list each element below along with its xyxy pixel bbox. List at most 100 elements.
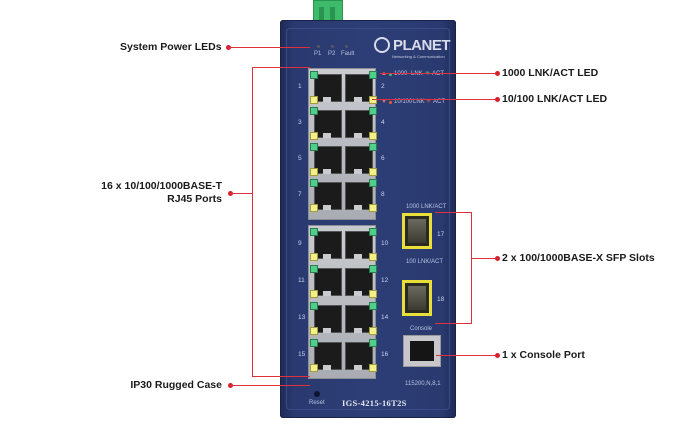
green-led-icon: [389, 73, 392, 76]
power-led-p1: [317, 45, 320, 48]
callout-rj45-line2: RJ45 Ports: [167, 193, 222, 205]
port-latch: [323, 328, 331, 333]
rj45-port[interactable]: [345, 231, 373, 259]
rj45-port[interactable]: [345, 305, 373, 333]
port-led-10100: [369, 204, 377, 212]
legend-lnk: LNK: [411, 71, 423, 77]
callout-dot: [495, 97, 500, 102]
port-led-10100: [369, 96, 377, 104]
callout-led-1000: 1000 LNK/ACT LED: [502, 67, 599, 79]
sfp-bracket: [471, 212, 472, 324]
sfp-cage: [408, 286, 426, 310]
port-led-10100: [369, 290, 377, 298]
port-latch: [354, 254, 362, 259]
p1-label: P1: [314, 51, 322, 57]
port-latch: [323, 291, 331, 296]
port-led-1000: [310, 179, 318, 187]
callout-line: [436, 355, 497, 356]
rj45-bracket-top: [252, 67, 310, 68]
rj45-port[interactable]: [345, 268, 373, 296]
rj45-port[interactable]: [314, 268, 342, 296]
rj45-port[interactable]: [345, 110, 373, 138]
rj45-port[interactable]: [314, 231, 342, 259]
port-latch: [354, 97, 362, 102]
rj45-port[interactable]: [314, 305, 342, 333]
rj45-port[interactable]: [345, 74, 373, 102]
legend-lnk-2: LNK: [413, 99, 425, 105]
port-number-18: 18: [437, 296, 445, 303]
port-number: 12: [381, 277, 389, 284]
console-port[interactable]: [403, 335, 441, 367]
port-led-1000: [310, 107, 318, 115]
callout-console: 1 x Console Port: [502, 349, 585, 361]
fault-label: Fault: [341, 51, 355, 57]
port-number: 11: [298, 277, 305, 284]
callout-line: [372, 99, 497, 100]
blink-icon: ✳: [425, 71, 431, 77]
fault-led: [345, 45, 348, 48]
sfp-bracket-bottom: [435, 323, 471, 324]
rj45-port[interactable]: [314, 110, 342, 138]
port-led-10100: [310, 96, 318, 104]
port-led-1000: [310, 228, 318, 236]
port-latch: [323, 205, 331, 210]
callout-line: [380, 73, 497, 74]
legend-10100: 10/100: [394, 99, 413, 105]
port-led-1000: [369, 265, 377, 273]
rj45-port[interactable]: [345, 342, 373, 370]
power-led-p2: [331, 45, 334, 48]
triangle-up-icon: ▲: [381, 71, 387, 77]
port-number: 1: [298, 83, 302, 90]
port-led-1000: [310, 265, 318, 273]
brand-tagline: Networking & Communication: [392, 54, 445, 59]
port-led-1000: [310, 143, 318, 151]
sfp-slot-17[interactable]: [402, 213, 432, 249]
console-label: Console: [410, 326, 433, 332]
callout-line: [228, 47, 310, 48]
port-led-1000: [369, 228, 377, 236]
port-number: 3: [298, 119, 302, 126]
p2-label: P2: [328, 51, 336, 57]
sfp-slot-18[interactable]: [402, 280, 432, 316]
sfp-cage: [408, 219, 426, 243]
callout-dot: [495, 353, 500, 358]
rj45-port[interactable]: [345, 182, 373, 210]
legend-1000: 1000: [394, 71, 408, 77]
port-number: 4: [381, 119, 385, 126]
sfp-label-1000: 1000 LNK/ACT: [406, 204, 447, 210]
port-latch: [354, 328, 362, 333]
port-number: 2: [381, 83, 385, 90]
port-led-10100: [369, 168, 377, 176]
port-latch: [323, 133, 331, 138]
reset-button[interactable]: [314, 391, 320, 397]
callout-dot: [495, 71, 500, 76]
panel-bezel: [286, 28, 450, 410]
port-latch: [354, 205, 362, 210]
port-latch: [323, 254, 331, 259]
rj45-port[interactable]: [314, 342, 342, 370]
orange-led-icon: [389, 101, 392, 104]
callout-line: [230, 385, 310, 386]
port-latch: [354, 169, 362, 174]
rj45-port[interactable]: [314, 182, 342, 210]
port-number: 14: [381, 314, 389, 321]
port-led-1000: [369, 143, 377, 151]
port-number: 9: [298, 240, 302, 247]
port-number: 6: [381, 155, 385, 162]
port-number: 16: [381, 351, 389, 358]
port-led-10100: [310, 327, 318, 335]
port-led-10100: [310, 253, 318, 261]
planet-logo-icon: [374, 37, 390, 53]
callout-line: [230, 193, 252, 194]
reset-label: Reset: [309, 400, 325, 406]
port-latch: [323, 365, 331, 370]
port-number: 8: [381, 191, 385, 198]
port-led-10100: [310, 168, 318, 176]
rj45-port[interactable]: [314, 74, 342, 102]
rj45-port[interactable]: [314, 146, 342, 174]
port-led-10100: [369, 253, 377, 261]
rj45-port[interactable]: [345, 146, 373, 174]
callout-dot: [495, 256, 500, 261]
port-led-1000: [369, 71, 377, 79]
callout-line: [471, 258, 497, 259]
